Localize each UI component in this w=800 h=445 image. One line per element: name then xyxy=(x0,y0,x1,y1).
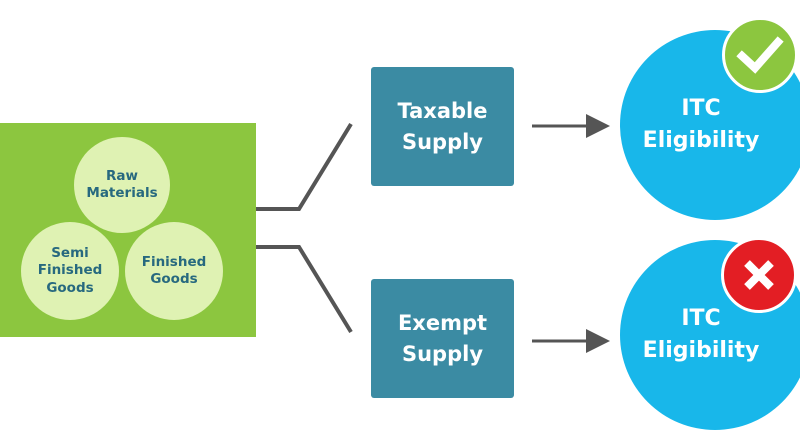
branch-line-taxable xyxy=(256,122,353,211)
check-icon xyxy=(722,17,798,93)
exempt-supply-box: Exempt Supply xyxy=(371,279,514,398)
semi-finished-goods-circle: Semi Finished Goods xyxy=(21,222,119,320)
itc-eligibility-exempt-label: ITC Eligibility xyxy=(642,306,760,363)
itc-eligibility-taxable-label: ITC Eligibility xyxy=(642,96,760,153)
finished-goods-circle: Finished Goods xyxy=(125,222,223,320)
taxable-supply-box: Taxable Supply xyxy=(371,67,514,186)
branch-line-exempt xyxy=(256,245,353,334)
cross-icon xyxy=(721,237,797,313)
raw-materials-circle: Raw Materials xyxy=(74,137,170,233)
